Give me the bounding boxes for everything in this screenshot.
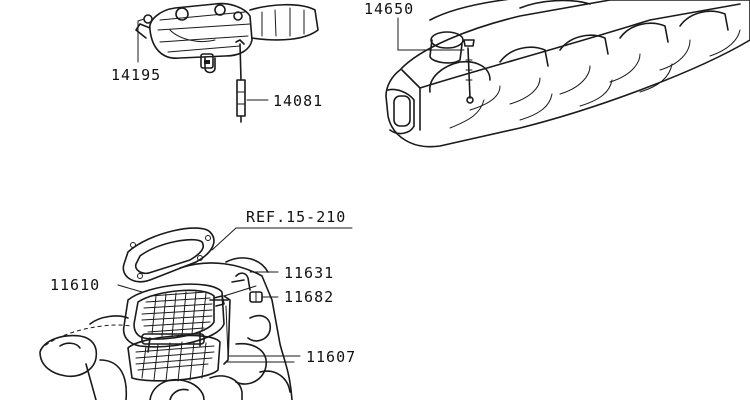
part-label-11682: 11682 [284,288,334,306]
part-label-11610: 11610 [50,276,100,294]
leader-14195 [137,18,145,22]
oil-filter-element [127,334,221,382]
part-label-11607: 11607 [306,348,356,366]
gasket-ref-15-210 [122,227,215,283]
engine-block-outline [39,257,295,400]
starter-motor [135,2,319,74]
ref-label: REF.15-210 [246,208,346,226]
part-label-14650: 14650 [364,0,414,18]
pipe-11631 [231,272,251,291]
part-label-11631: 11631 [284,264,334,282]
part-label-14195: 14195 [111,66,161,84]
nut-11682 [249,291,263,303]
cable-14081 [235,39,246,123]
nut-14195 [143,14,153,24]
oil-cooler-11610 [122,283,229,353]
leader-11607 [225,305,301,357]
part-label-14081: 14081 [273,92,323,110]
leader-ref [211,227,353,251]
leader-11610 [117,284,143,293]
cylinder-head [385,0,750,148]
